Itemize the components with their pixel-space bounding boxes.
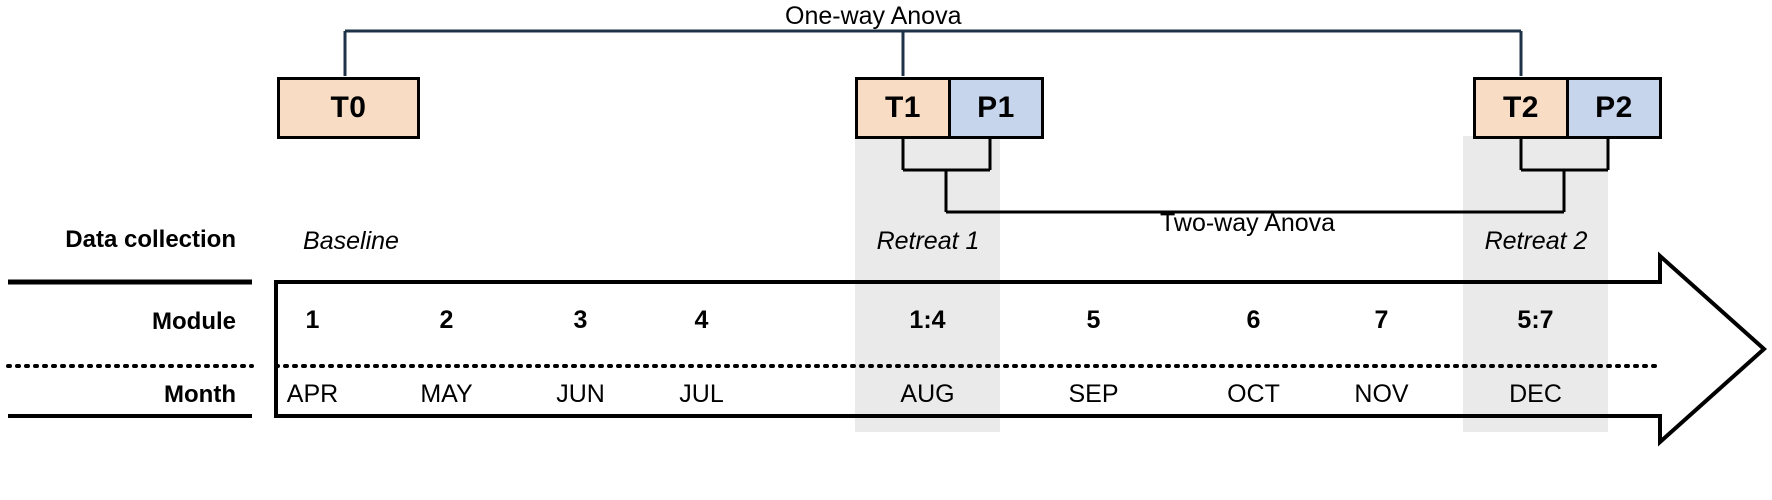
module-cell-5: 1:4 — [909, 306, 946, 334]
month-cell-2: MAY — [420, 380, 473, 408]
month-cell-9: DEC — [1509, 380, 1562, 408]
data-collection-baseline: Baseline — [303, 227, 399, 255]
timepoint-pair-retreat-1: T1 P1 — [855, 77, 1044, 139]
module-cell-8: 7 — [1374, 306, 1389, 334]
module-cell-9: 5:7 — [1517, 306, 1554, 334]
module-cell-6: 5 — [1086, 306, 1101, 334]
module-cell-7: 6 — [1246, 306, 1261, 334]
month-cell-7: OCT — [1227, 380, 1280, 408]
month-cell-3: JUN — [556, 380, 605, 408]
data-collection-retreat-2: Retreat 2 — [1484, 227, 1588, 255]
row-label-module: Module — [152, 308, 236, 335]
month-cell-8: NOV — [1354, 380, 1409, 408]
module-cell-2: 2 — [439, 306, 454, 334]
timepoint-box-t2[interactable]: T2 — [1473, 77, 1569, 139]
timepoint-box-p2[interactable]: P2 — [1566, 77, 1662, 139]
row-label-data-collection: Data collection — [65, 226, 236, 253]
module-cell-1: 1 — [305, 306, 320, 334]
month-cell-6: SEP — [1068, 380, 1119, 408]
timepoint-box-t0[interactable]: T0 — [277, 77, 420, 139]
timepoint-box-p1[interactable]: P1 — [948, 77, 1044, 139]
timepoint-pair-retreat-2: T2 P2 — [1473, 77, 1662, 139]
two-way-anova-label: Two-way Anova — [1160, 209, 1336, 237]
month-cell-4: JUL — [679, 380, 724, 408]
data-collection-retreat-1: Retreat 1 — [876, 227, 980, 255]
month-cell-5: AUG — [900, 380, 955, 408]
month-cell-1: APR — [286, 380, 339, 408]
module-cell-3: 3 — [573, 306, 588, 334]
row-label-month: Month — [164, 381, 236, 408]
one-way-anova-label: One-way Anova — [785, 2, 962, 30]
module-cell-4: 4 — [694, 306, 709, 334]
timepoint-box-t1[interactable]: T1 — [855, 77, 951, 139]
